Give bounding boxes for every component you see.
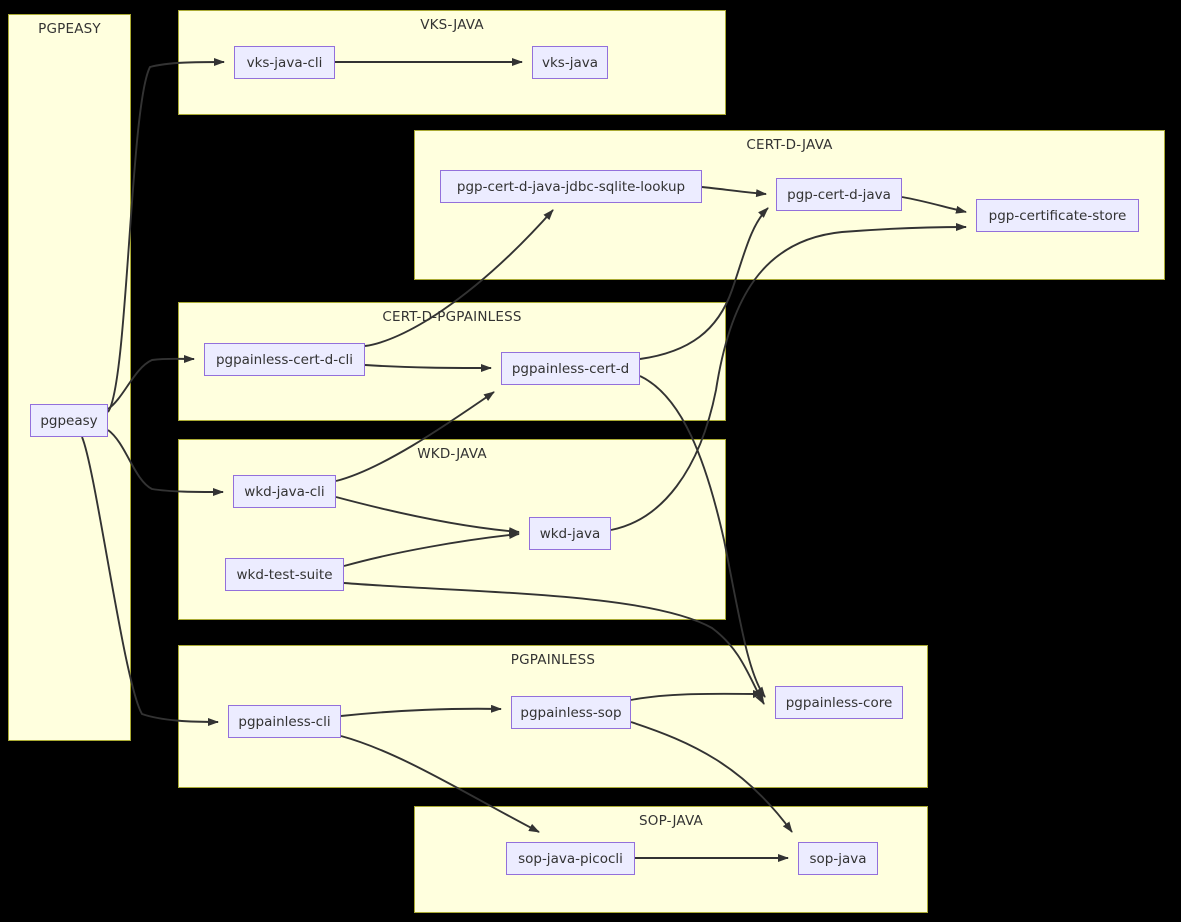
edge-pgpeasy-to-vks-java-cli	[107, 58, 225, 413]
edge-pgpainless-cert-d-to-pgp-cert-d-java	[639, 207, 769, 360]
node-vks-java-cli[interactable]: vks-java-cli	[234, 46, 335, 79]
node-vks-java[interactable]: vks-java	[532, 46, 608, 79]
node-pgpeasy[interactable]: pgpeasy	[30, 404, 108, 437]
edge-pgpainless-sop-to-sop-java	[630, 721, 793, 833]
node-wkd-test-suite[interactable]: wkd-test-suite	[225, 558, 344, 591]
node-pgpainless-cert-d[interactable]: pgpainless-cert-d	[501, 352, 640, 385]
node-pgp-cert-d-java[interactable]: pgp-cert-d-java	[776, 178, 902, 211]
edge-wkd-java-cli-to-pgpainless-cert-d	[335, 391, 495, 482]
cluster-pgpeasy: PGPEASY	[8, 14, 131, 741]
node-pgpainless-core[interactable]: pgpainless-core	[775, 686, 903, 719]
cluster-label: CERT-D-JAVA	[746, 137, 833, 153]
node-pgpainless-sop[interactable]: pgpainless-sop	[511, 696, 631, 729]
node-label: wkd-test-suite	[236, 566, 333, 583]
edge-pgpainless-sop-to-pgpainless-core	[630, 689, 764, 701]
edge-pgpeasy-to-wkd-java-cli	[107, 429, 224, 496]
node-pgpainless-cli[interactable]: pgpainless-cli	[228, 705, 341, 738]
edge-wkd-test-suite-to-wkd-java	[343, 531, 520, 567]
cluster-label: VKS-JAVA	[420, 17, 484, 33]
node-label: sop-java	[809, 850, 867, 867]
node-wkd-java[interactable]: wkd-java	[529, 517, 611, 550]
edge-wkd-java-cli-to-wkd-java	[335, 496, 520, 536]
edge-pgpainless-cli-to-pgpainless-sop	[340, 704, 502, 717]
node-label: vks-java	[542, 54, 598, 71]
edge-pgpeasy-to-pgpainless-cert-d-cli	[107, 354, 195, 410]
node-label: pgpainless-cli	[238, 713, 331, 730]
node-label: pgpainless-cert-d	[511, 360, 630, 377]
node-pgpainless-cert-d-cli[interactable]: pgpainless-cert-d-cli	[204, 343, 365, 376]
node-label: pgp-cert-d-java-jdbc-sqlite-lookup	[456, 178, 686, 195]
node-label: vks-java-cli	[246, 54, 323, 71]
node-label: pgpeasy	[40, 412, 98, 429]
edge-wkd-test-suite-to-pgpainless-core	[343, 582, 765, 705]
cluster-label: WKD-JAVA	[417, 446, 487, 462]
node-sop-java-picocli[interactable]: sop-java-picocli	[506, 842, 635, 875]
edge-jdbc-sqlite-lookup-to-pgp-cert-d-java	[701, 186, 767, 198]
edge-pgp-cert-d-java-to-pgp-certificate-store	[901, 196, 967, 214]
node-pgp-cert-d-java-jdbc-sqlite-lookup[interactable]: pgp-cert-d-java-jdbc-sqlite-lookup	[440, 170, 702, 203]
node-label: pgp-cert-d-java	[787, 186, 891, 203]
node-label: wkd-java-cli	[244, 483, 325, 500]
cluster-label: CERT-D-PGPAINLESS	[382, 309, 522, 325]
edge-pgpainless-cli-to-sop-java-picocli	[340, 735, 540, 833]
node-wkd-java-cli[interactable]: wkd-java-cli	[233, 475, 336, 508]
node-pgp-certificate-store[interactable]: pgp-certificate-store	[976, 199, 1139, 232]
node-label: pgpainless-sop	[520, 704, 622, 721]
edge-pgpainless-cert-d-to-pgpainless-core	[639, 375, 766, 698]
node-sop-java[interactable]: sop-java	[798, 842, 878, 875]
node-label: wkd-java	[539, 525, 601, 542]
edge-pgpainless-cert-d-cli-to-pgpainless-cert-d	[364, 363, 492, 372]
cluster-label: SOP-JAVA	[639, 813, 703, 829]
node-label: pgpainless-core	[785, 694, 893, 711]
cluster-label: PGPAINLESS	[510, 652, 596, 668]
node-label: sop-java-picocli	[518, 850, 623, 867]
cluster-label: PGPEASY	[38, 21, 101, 37]
node-label: pgpainless-cert-d-cli	[215, 351, 354, 368]
edges	[81, 58, 967, 862]
edge-pgpeasy-to-pgpainless-cli	[81, 436, 219, 726]
edge-wkd-java-to-pgp-certificate-store	[610, 223, 967, 531]
edge-pgpainless-cert-d-cli-to-jdbc-sqlite-lookup	[364, 209, 554, 347]
node-label: pgp-certificate-store	[988, 207, 1127, 224]
